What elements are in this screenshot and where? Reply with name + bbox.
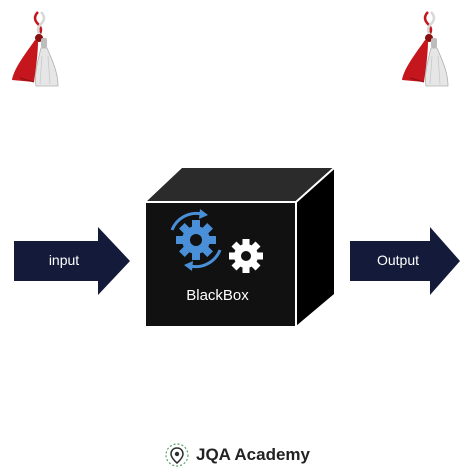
brand-name: JQA Academy <box>195 445 310 464</box>
output-arrow <box>350 227 460 295</box>
tassel-right-icon <box>402 11 449 87</box>
footer-brand: JQA Academy <box>0 440 474 470</box>
blue-gear-icon <box>170 209 222 271</box>
input-label: input <box>48 252 80 268</box>
tassel-left-icon <box>12 11 59 87</box>
black-box <box>146 167 335 326</box>
blackbox-label: BlackBox <box>186 287 249 304</box>
white-gear-icon <box>229 239 263 273</box>
output-label: Output <box>376 252 420 268</box>
input-arrow <box>14 227 130 295</box>
logo-icon <box>165 443 189 467</box>
